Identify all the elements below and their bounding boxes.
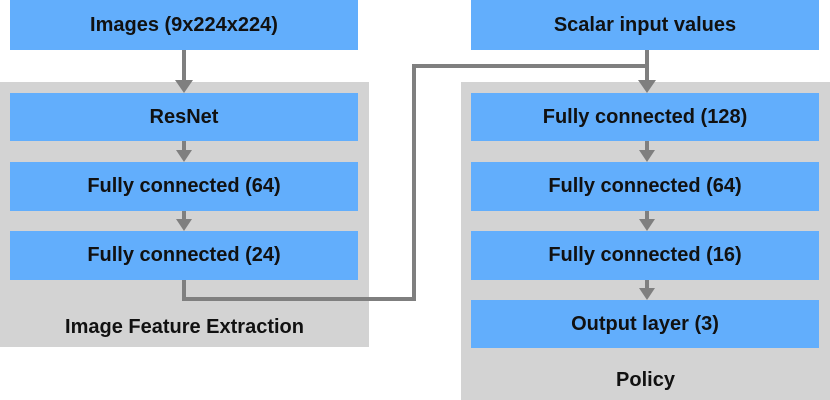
policy-fc64-node: Fully connected (64) — [471, 162, 819, 211]
output-layer-node: Output layer (3) — [471, 300, 819, 348]
policy-fc128-node: Fully connected (128) — [471, 93, 819, 141]
scalar-input-node: Scalar input values — [471, 0, 819, 50]
policy-fc16-node: Fully connected (16) — [471, 231, 819, 280]
images-input-node: Images (9x224x224) — [10, 0, 358, 50]
feature-extraction-label: Image Feature Extraction — [65, 315, 304, 338]
feature-fc64-node: Fully connected (64) — [10, 162, 358, 211]
feature-fc24-node: Fully connected (24) — [10, 231, 358, 280]
resnet-node: ResNet — [10, 93, 358, 141]
policy-label: Policy — [616, 368, 675, 391]
